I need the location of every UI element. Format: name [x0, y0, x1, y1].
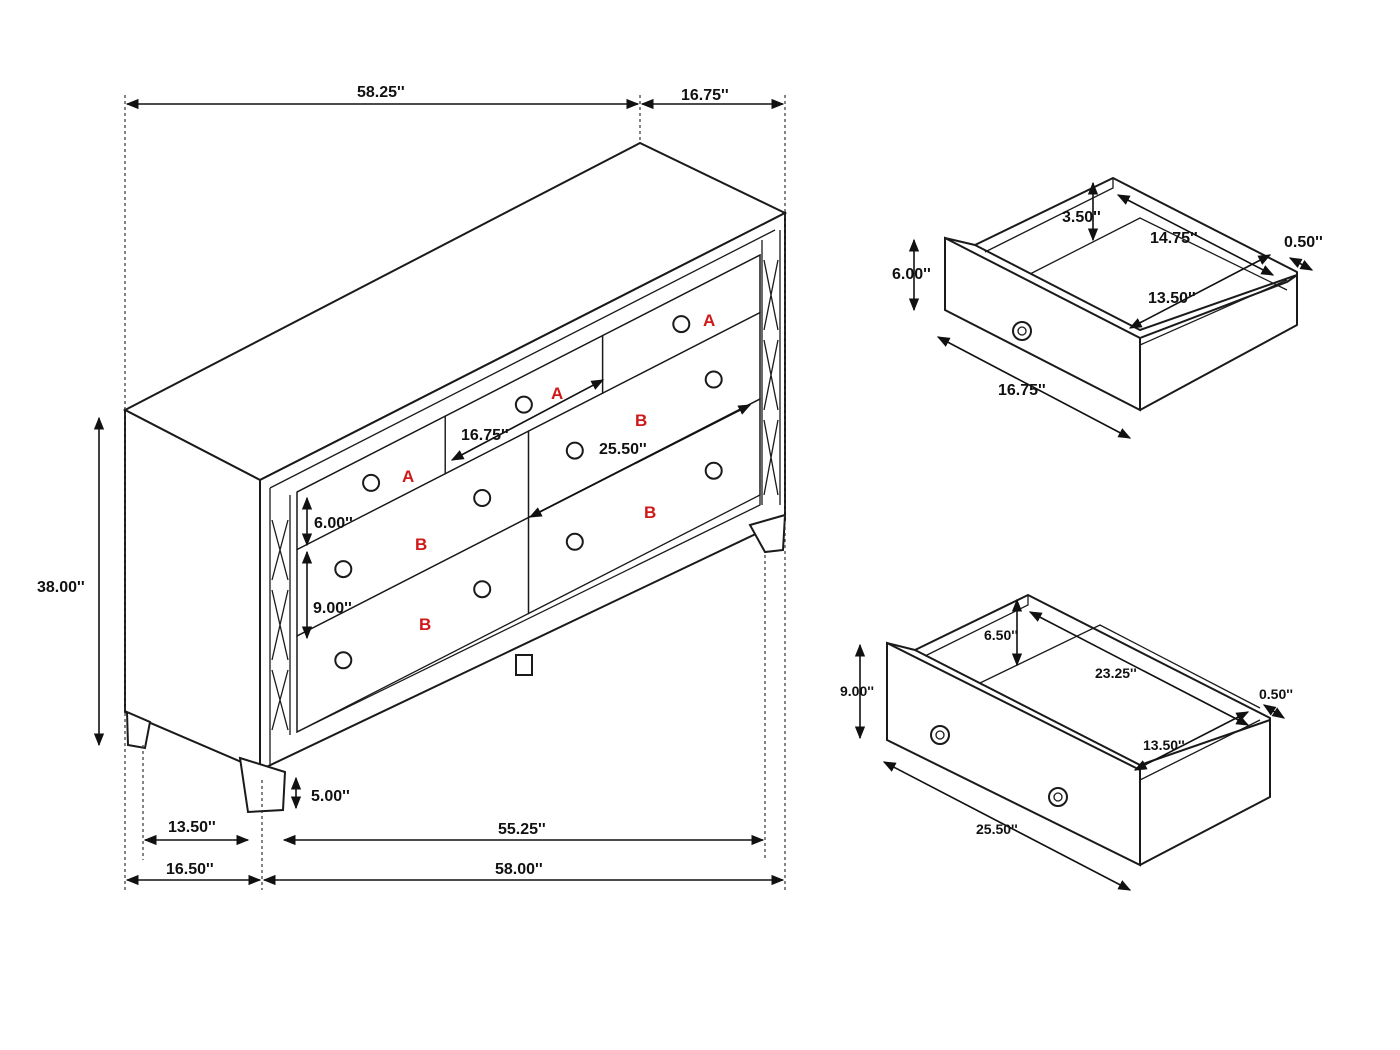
dim-side-depth: 16.50''	[166, 861, 214, 878]
dim-a-front-width: 16.75''	[998, 382, 1046, 399]
knob-icon	[704, 461, 723, 480]
dim-a-panel-thickness: 0.50''	[1284, 234, 1323, 251]
drawer-label: B	[415, 535, 427, 554]
dim-inner-width: 55.25''	[498, 821, 546, 838]
knob-icon	[565, 441, 584, 460]
dim-b-front-width: 25.50''	[976, 821, 1018, 837]
knob-icon	[334, 651, 353, 670]
dim-b-inner-height: 6.50''	[984, 627, 1018, 643]
dim-overall-height: 38.00''	[37, 579, 85, 596]
dim-drawer-b-height: 9.00''	[313, 600, 352, 617]
dresser-dimensions: 58.25'' 16.75'' 38.00'' 13.50'' 16.50'' …	[37, 84, 786, 890]
drawer-label: B	[644, 503, 656, 522]
dim-a-front-height: 6.00''	[892, 266, 931, 283]
knob-icon	[473, 489, 492, 507]
knob-icon	[930, 725, 950, 745]
drawer-label: B	[419, 615, 431, 634]
knob-icon	[704, 370, 723, 389]
dim-b-front-height: 9.00''	[840, 683, 874, 699]
drawer-label: B	[635, 411, 647, 430]
dresser-body	[122, 141, 788, 814]
knob-icon	[362, 473, 381, 492]
drawer-label: A	[551, 384, 563, 403]
knob-icon	[565, 532, 584, 551]
knob-icon	[473, 580, 492, 599]
dim-b-inner-depth: 13.50''	[1143, 737, 1185, 753]
dim-leg-inner-depth: 13.50''	[168, 819, 216, 836]
leg	[748, 513, 787, 554]
dim-leg-height: 5.00''	[311, 788, 350, 805]
knob-icon	[334, 560, 353, 579]
drawer-label: A	[402, 467, 414, 486]
dim-a-inner-height: 3.50''	[1062, 209, 1101, 226]
knob-icon	[672, 315, 691, 334]
dim-overall-depth: 16.75''	[681, 87, 729, 104]
dim-overall-width: 58.25''	[357, 84, 405, 101]
dim-a-inner-depth: 13.50''	[1148, 290, 1196, 307]
leg	[125, 710, 152, 750]
leg	[238, 756, 287, 814]
dim-b-inner-width: 23.25''	[1095, 665, 1137, 681]
knob-icon	[1048, 787, 1068, 807]
dim-drawer-a-width: 16.75''	[461, 427, 509, 444]
leg	[515, 654, 533, 676]
dim-drawer-a-height: 6.00''	[314, 515, 353, 532]
drawer-b-detail: 6.50'' 23.25'' 0.50'' 9.00'' 13.50'' 25.…	[840, 594, 1293, 891]
dim-front-width: 58.00''	[495, 861, 543, 878]
knob-icon	[1012, 321, 1032, 341]
dim-a-inner-width: 14.75''	[1150, 230, 1198, 247]
knob-icon	[514, 395, 533, 414]
drawer-a-detail: 3.50'' 14.75'' 0.50'' 6.00'' 13.50'' 16.…	[892, 177, 1323, 439]
dim-b-panel-thickness: 0.50''	[1259, 686, 1293, 702]
drawer-label: A	[703, 311, 715, 330]
dim-drawer-b-width: 25.50''	[599, 441, 647, 458]
